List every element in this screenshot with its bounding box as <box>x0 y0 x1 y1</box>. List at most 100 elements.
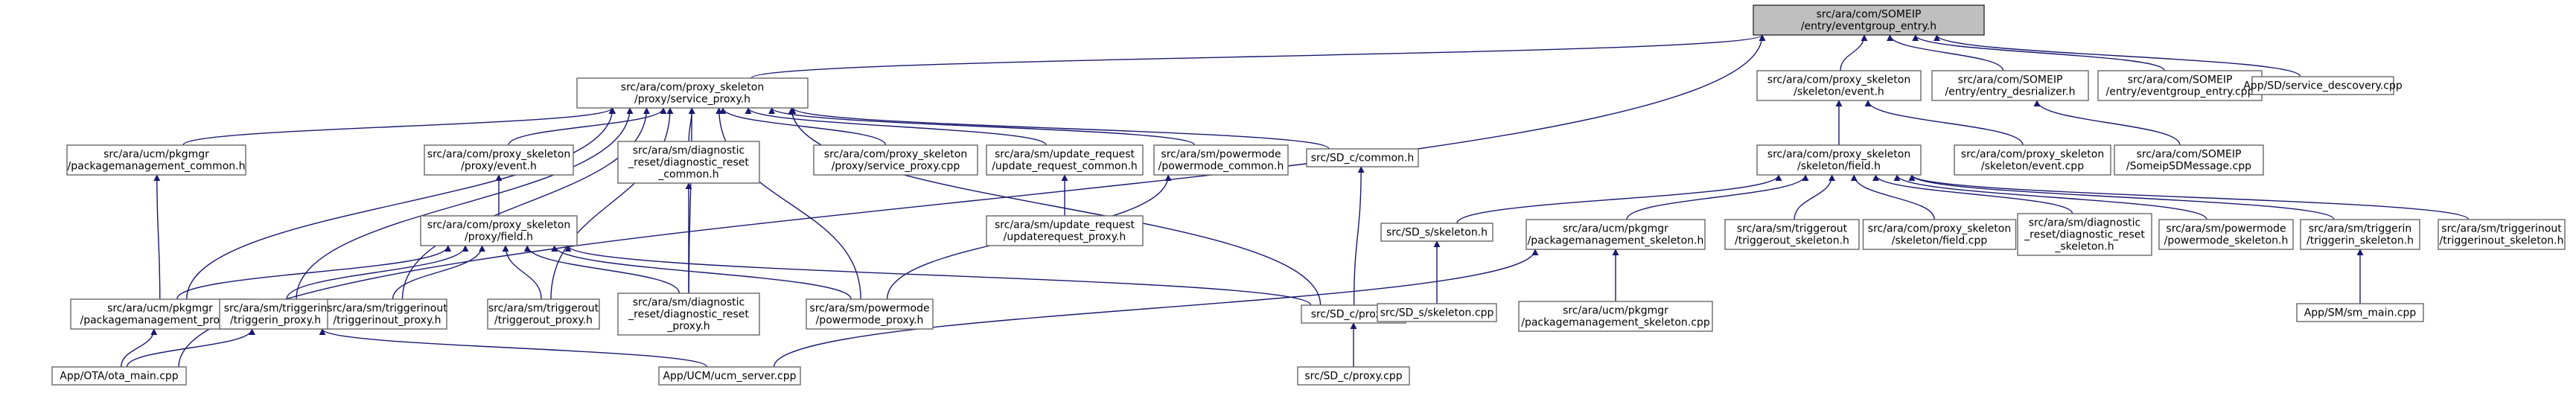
node-label: src/ara/ucm/pkgmgr <box>1563 223 1668 235</box>
node-label: src/ara/com/SOMEIP <box>1817 9 1922 21</box>
edge-skel_event_cpp-to-skel_event <box>1864 100 2024 146</box>
node-box <box>813 144 978 176</box>
node-trigout_proxy[interactable]: src/ara/sm/triggerout/triggerout_proxy.h <box>487 298 600 330</box>
node-trigin_skel[interactable]: src/ara/sm/triggerin/triggerin_skeleton.… <box>2300 219 2420 250</box>
node-box <box>2300 219 2420 250</box>
node-label: /skeleton/field.h <box>1797 161 1881 173</box>
node-box <box>1756 70 1922 101</box>
node-box <box>1306 148 1419 167</box>
node-box <box>2296 303 2424 322</box>
node-box <box>576 77 809 109</box>
node-ucm_server[interactable]: App/UCM/ucm_server.cpp <box>658 366 801 386</box>
node-label: /skeleton/event.h <box>1794 86 1884 98</box>
edge-trigout_proxy-to-proxy_field <box>502 245 542 300</box>
node-trigout_skel[interactable]: src/ara/sm/triggerout/triggerout_skeleto… <box>1724 219 1860 250</box>
node-box <box>2097 70 2263 101</box>
node-box <box>66 144 246 176</box>
node-label: src/ara/sm/powermode <box>1161 149 1281 161</box>
node-proxy_field[interactable]: src/ara/com/proxy_skeleton/proxy/field.h <box>420 215 578 246</box>
node-eg_entry_cpp[interactable]: src/ara/com/SOMEIP/entry/eventgroup_entr… <box>2097 70 2263 101</box>
node-box <box>1756 144 1922 176</box>
node-label: _reset/diagnostic_reset <box>2024 229 2145 241</box>
node-label: /entry/eventgroup_entry.h <box>1801 21 1936 33</box>
node-label: _proxy.h <box>666 321 710 333</box>
node-power_skel[interactable]: src/ara/sm/powermode/powermode_skeleton.… <box>2158 219 2294 250</box>
node-box <box>51 366 187 386</box>
edge-update_common-to-service_proxy <box>745 107 1047 146</box>
node-label: src/ara/sm/diagnostic <box>2029 217 2141 229</box>
node-label: /proxy/field.h <box>465 231 533 243</box>
node-box <box>1753 4 1985 36</box>
node-box <box>1153 144 1289 176</box>
node-box <box>1380 223 1493 242</box>
node-label: src/ara/ucm/pkgmgr <box>107 303 213 315</box>
node-label: src/ara/sm/triggerin <box>224 303 327 315</box>
edge-power_skel-to-skel_field <box>1893 174 2207 220</box>
node-box <box>1377 303 1497 322</box>
edge-trigin_proxy-to-proxy_field <box>286 245 469 300</box>
node-power_proxy[interactable]: src/ara/sm/powermode/powermode_proxy.h <box>806 298 934 330</box>
node-skel_event_cpp[interactable]: src/ara/com/proxy_skeleton/skeleton/even… <box>1954 144 2111 176</box>
node-skel_field_cpp[interactable]: src/ara/com/proxy_skeleton/skeleton/fiel… <box>1862 219 2017 250</box>
edge-pkg_proxy-to-proxy_field <box>176 245 452 300</box>
node-diag_proxy[interactable]: src/ara/sm/diagnostic_reset/diagnostic_r… <box>617 293 760 336</box>
node-pkg_skel[interactable]: src/ara/ucm/pkgmgr/packagemanagement_ske… <box>1525 219 1706 250</box>
node-pkg_skel_cpp[interactable]: src/ara/ucm/pkgmgr/packagemanagement_ske… <box>1518 301 1713 332</box>
node-trigin_proxy[interactable]: src/ara/sm/triggerin/triggerin_proxy.h <box>219 298 332 330</box>
node-sd_s_skel[interactable]: src/SD_s/skeleton.h <box>1380 223 1493 242</box>
node-service_proxy[interactable]: src/ara/com/proxy_skeleton/proxy/service… <box>576 77 809 109</box>
node-sd_common[interactable]: src/SD_c/common.h <box>1306 148 1419 167</box>
node-ota_main[interactable]: App/OTA/ota_main.cpp <box>51 366 187 386</box>
node-box <box>2251 76 2394 95</box>
node-service_proxy_cpp[interactable]: src/ara/com/proxy_skeleton/proxy/service… <box>813 144 978 176</box>
node-update_proxy[interactable]: src/ara/sm/update_request/updaterequest_… <box>986 215 1144 246</box>
edge-ucm_server-to-pkg_skel <box>773 249 1539 368</box>
node-label: /triggerout_skeleton.h <box>1735 235 1849 247</box>
node-diag_common[interactable]: src/ara/sm/diagnostic_reset/diagnostic_r… <box>617 141 760 184</box>
node-label: /triggerin_skeleton.h <box>2306 235 2414 247</box>
node-label: /skeleton/event.cpp <box>1981 161 2084 173</box>
node-label: App/SD/service_descovery.cpp <box>2243 80 2403 92</box>
node-label: /packagemanagement_skeleton.cpp <box>1521 317 1710 329</box>
node-skel_field[interactable]: src/ara/com/proxy_skeleton/skeleton/fiel… <box>1756 144 1922 176</box>
edge-power_proxy-to-service_proxy <box>715 107 861 300</box>
node-box <box>986 215 1144 246</box>
node-pkg_common[interactable]: src/ara/ucm/pkgmgr/packagemanagement_com… <box>66 144 246 176</box>
node-label: /packagemanagement_proxy.h <box>80 315 240 327</box>
node-label: /skeleton/field.cpp <box>1892 235 1988 247</box>
node-update_common[interactable]: src/ara/sm/update_request/update_request… <box>986 144 1144 176</box>
node-label: src/ara/sm/powermode <box>2166 223 2286 235</box>
node-label: src/ara/com/SOMEIP <box>2128 74 2233 86</box>
node-sm_main[interactable]: App/SM/sm_main.cpp <box>2296 303 2424 322</box>
node-triginout_proxy[interactable]: src/ara/sm/triggerinout/triggerinout_pro… <box>327 298 447 330</box>
node-label: src/SD_s/skeleton.cpp <box>1380 307 1494 319</box>
node-sd_s_skel_cpp[interactable]: src/SD_s/skeleton.cpp <box>1377 303 1497 322</box>
node-entry_deser[interactable]: src/ara/com/SOMEIP/entry/entry_desrializ… <box>1931 70 2089 101</box>
edge-trigin_proxy-to-service_proxy <box>296 107 634 300</box>
node-proxy_event[interactable]: src/ara/com/proxy_skeleton/proxy/event.h <box>424 144 574 176</box>
node-label: /powermode_skeleton.h <box>2164 235 2289 247</box>
edge-pkg_proxy-to-service_proxy <box>186 107 616 300</box>
node-box <box>2114 144 2264 176</box>
node-label: src/ara/com/proxy_skeleton <box>1767 149 1910 161</box>
edge-eg_entry_cpp-to-root <box>1912 34 2165 71</box>
node-label: App/SM/sm_main.cpp <box>2304 307 2417 319</box>
node-sd_descovery[interactable]: App/SD/service_descovery.cpp <box>2243 76 2403 95</box>
node-label: /triggerinout_skeleton.h <box>2440 235 2564 247</box>
node-label: src/SD_c/common.h <box>1311 153 1415 164</box>
node-diag_skel[interactable]: src/ara/sm/diagnostic_reset/diagnostic_r… <box>2017 213 2152 256</box>
node-label: /entry/eventgroup_entry.cpp <box>2106 86 2254 98</box>
node-skel_event[interactable]: src/ara/com/proxy_skeleton/skeleton/even… <box>1756 70 1922 101</box>
node-root[interactable]: src/ara/com/SOMEIP/entry/eventgroup_entr… <box>1753 4 1985 36</box>
node-label: src/ara/ucm/pkgmgr <box>103 149 209 161</box>
node-box <box>1954 144 2111 176</box>
node-power_common[interactable]: src/ara/sm/powermode/powermode_common.h <box>1153 144 1289 176</box>
node-triginout_skel[interactable]: src/ara/sm/triggerinout/triggerinout_ske… <box>2438 219 2566 250</box>
node-somesd_msg[interactable]: src/ara/com/SOMEIP/SomeipSDMessage.cpp <box>2114 144 2264 176</box>
node-sd_c_proxy_cpp[interactable]: src/SD_c/proxy.cpp <box>1297 366 1410 386</box>
node-box <box>617 141 760 184</box>
node-label: src/SD_s/skeleton.h <box>1386 227 1488 239</box>
node-label: _reset/diagnostic_reset <box>628 309 749 321</box>
node-label: src/ara/ucm/pkgmgr <box>1563 305 1668 317</box>
node-box <box>1518 301 1713 332</box>
